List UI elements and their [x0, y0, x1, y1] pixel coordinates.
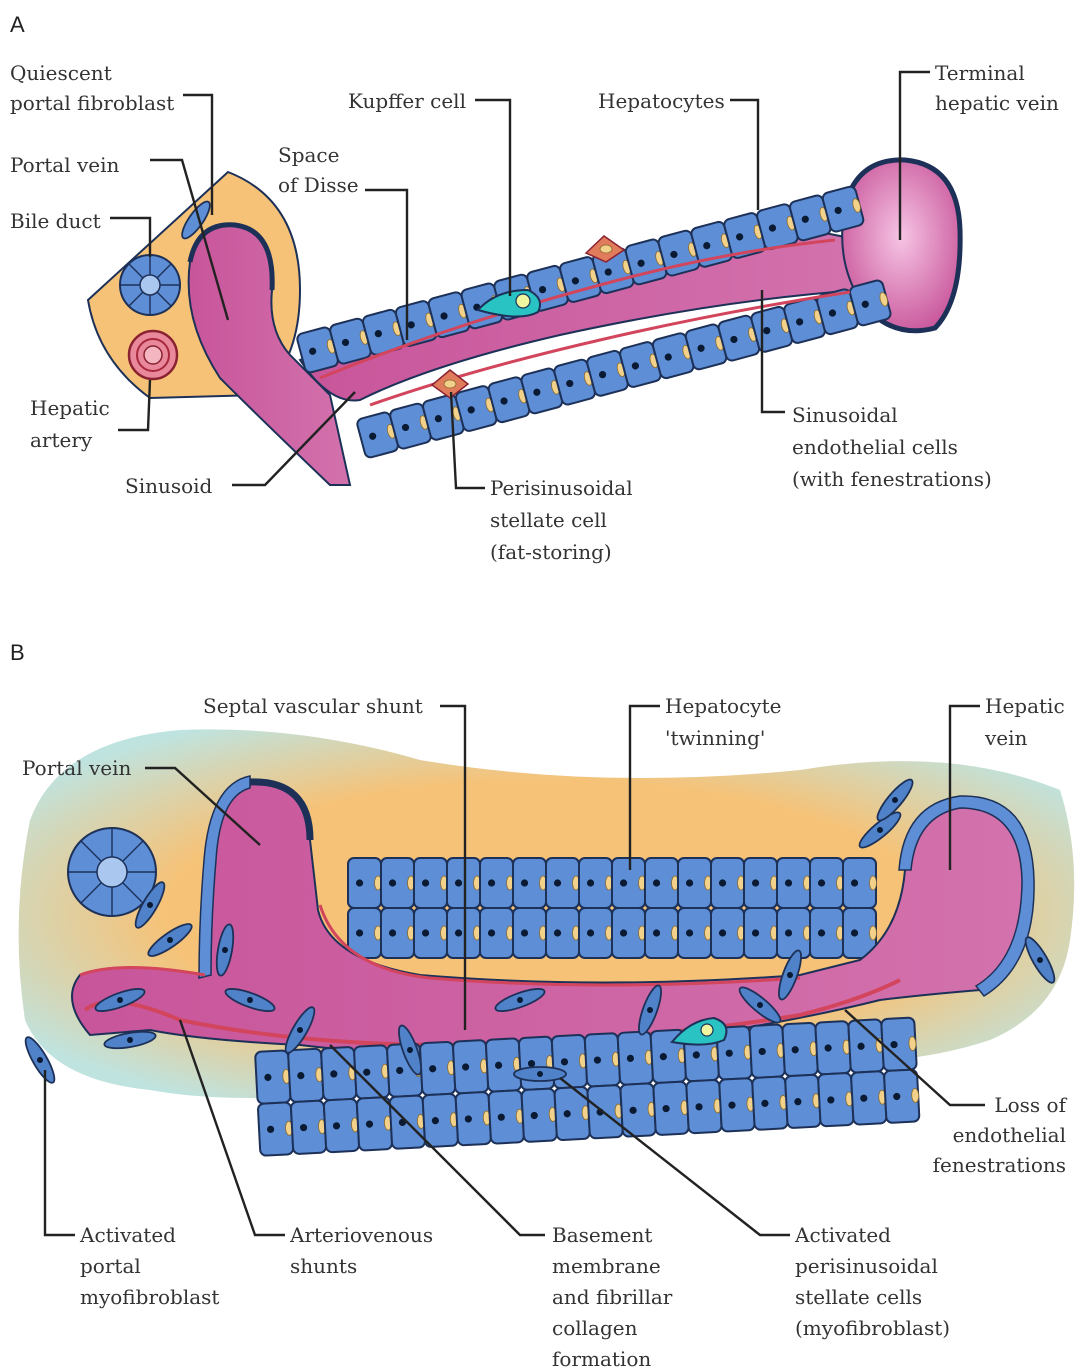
myofibroblast — [514, 1067, 566, 1081]
hepatocyte-nucleus — [488, 879, 495, 886]
label-arteriovenous-shunts: Arteriovenousshunts — [289, 1223, 433, 1278]
hepatocyte-nucleus — [455, 929, 462, 936]
hepatocyte-nucleus — [785, 929, 792, 936]
hepatocyte-nucleus — [851, 879, 858, 886]
panel-b: B — [10, 640, 1074, 1371]
label-kupffer-cell: Kupffer cell — [348, 89, 466, 113]
hepatocyte-nucleus — [719, 879, 726, 886]
hepatocyte-nucleus — [686, 929, 693, 936]
hepatocyte-nucleus — [818, 879, 825, 886]
hepatocyte-nucleus — [818, 929, 825, 936]
panel-a-letter: A — [10, 12, 25, 37]
label-hepatocyte-twinning: Hepatocyte'twinning' — [665, 694, 781, 750]
label-hepatocytes: Hepatocytes — [598, 89, 725, 113]
hepatocyte-nucleus — [587, 929, 594, 936]
label-portal-vein-b: Portal vein — [22, 756, 131, 780]
label-septal-shunt: Septal vascular shunt — [203, 694, 423, 718]
hepatocyte-nucleus — [851, 929, 858, 936]
panel-a: A — [10, 12, 1059, 564]
hepatocyte-nucleus — [422, 929, 429, 936]
hepatic-artery-structure — [129, 331, 177, 379]
hepatocyte-nucleus — [356, 879, 363, 886]
hepatocyte-nucleus — [521, 929, 528, 936]
label-sinusoid: Sinusoid — [125, 474, 213, 498]
label-space-of-disse: Spaceof Disse — [278, 143, 359, 197]
fat-droplet — [870, 876, 877, 890]
hepatocyte-nucleus — [620, 879, 627, 886]
hepatocyte-nucleus — [785, 879, 792, 886]
panel-b-letter: B — [10, 640, 25, 665]
hepatocyte-nucleus — [653, 879, 660, 886]
label-portal-vein-a: Portal vein — [10, 153, 119, 177]
hepatocyte-nucleus — [719, 929, 726, 936]
hepatocyte-nucleus — [752, 929, 759, 936]
hepatocyte-nucleus — [686, 879, 693, 886]
hepatocyte-nucleus — [356, 929, 363, 936]
label-basement-membrane: Basementmembraneand fibrillarcollagenfor… — [552, 1223, 673, 1371]
bile-duct-structure — [120, 255, 180, 315]
label-quiescent-fibroblast: Quiescentportal fibroblast — [10, 61, 174, 115]
hepatocyte-nucleus — [488, 929, 495, 936]
label-bile-duct: Bile duct — [10, 209, 101, 233]
hepatocyte-nucleus — [554, 879, 561, 886]
hepatocyte-nucleus — [554, 929, 561, 936]
hepatocyte-nucleus — [455, 879, 462, 886]
hepatocyte-nucleus — [422, 879, 429, 886]
hepatocyte-nucleus — [620, 929, 627, 936]
hepatocyte-nucleus — [587, 879, 594, 886]
hepatocyte-nucleus — [389, 929, 396, 936]
hepatocyte-nucleus — [653, 929, 660, 936]
hepatocyte-nucleus — [521, 879, 528, 886]
hepatocyte-nucleus — [752, 879, 759, 886]
hepatocyte-nucleus — [389, 879, 396, 886]
fat-droplet — [870, 926, 877, 940]
